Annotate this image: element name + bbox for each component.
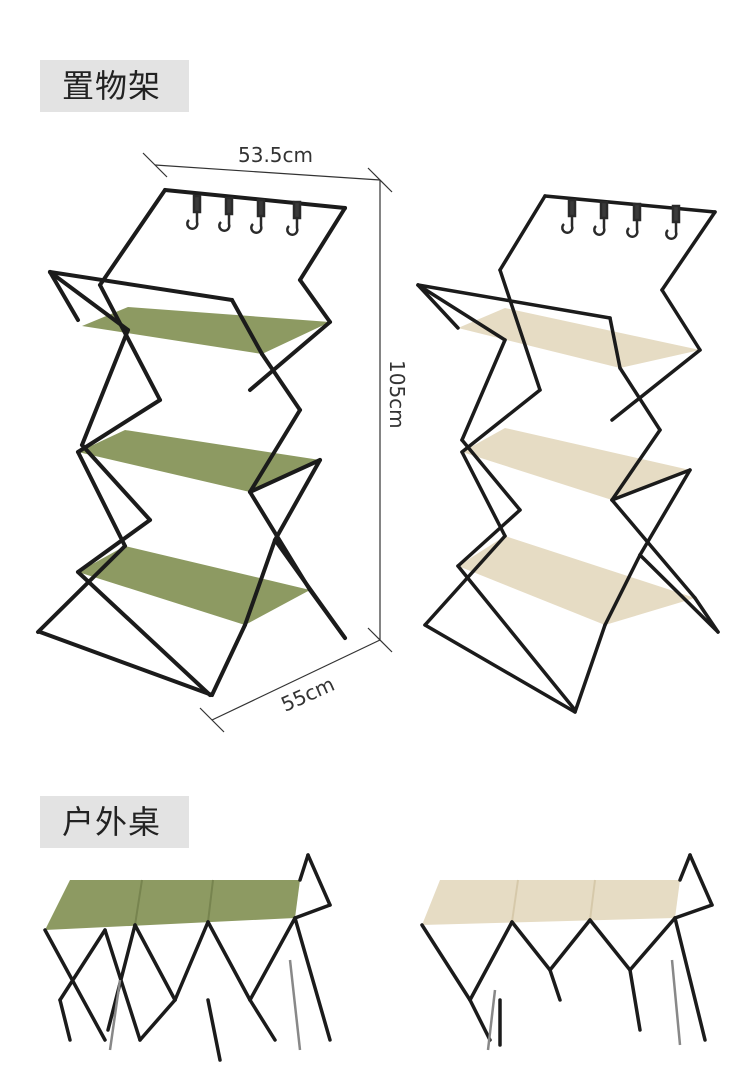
dimension-height: 105cm [385,360,409,429]
dimension-width: 53.5cm [238,143,313,167]
shelf-beige-hooks [561,198,681,240]
shelf-beige-tier-3 [458,536,695,625]
shelf-olive-hooks [186,194,302,236]
table-olive [43,853,332,1062]
table-beige-top [422,880,680,925]
section-label-table: 户外桌 [40,796,189,848]
shelf-olive [36,188,347,697]
shelf-beige [416,194,720,714]
table-beige [420,853,714,1051]
shelf-olive-tier-1 [82,307,330,354]
dimension-depth: 55cm [277,672,338,717]
dimension-lines [142,152,393,733]
section-label-shelf: 置物架 [40,60,189,112]
shelf-beige-tier-2 [462,428,690,500]
shelf-beige-tier-1 [458,308,700,368]
table-olive-top [45,880,300,930]
